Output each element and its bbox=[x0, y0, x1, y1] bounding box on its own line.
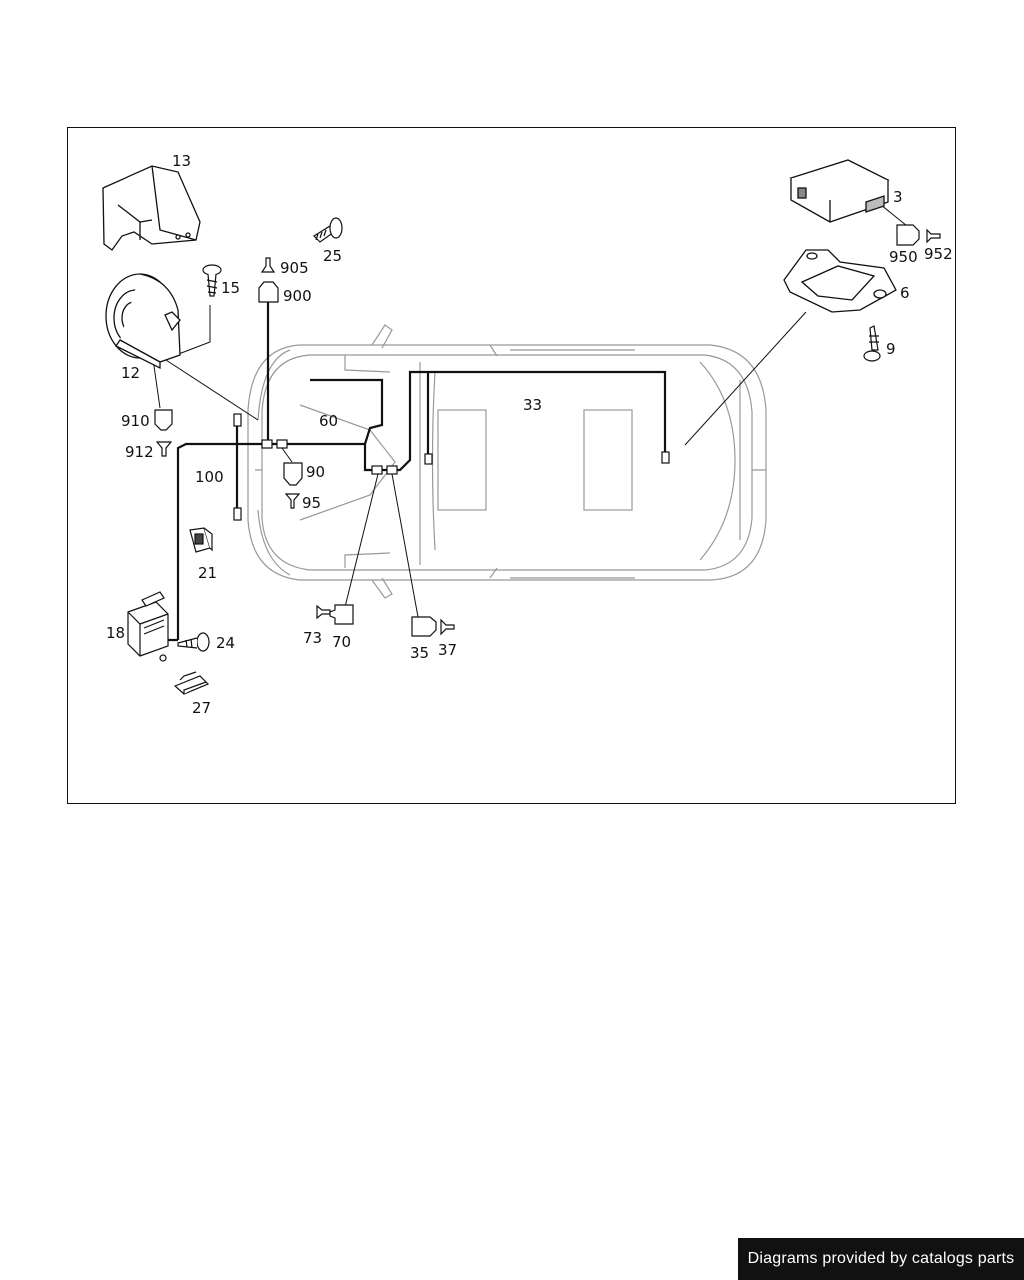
part-90-connector bbox=[283, 462, 303, 486]
label-950: 950 bbox=[889, 248, 918, 266]
part-27-clip bbox=[173, 671, 210, 695]
part-950-connector bbox=[896, 224, 920, 246]
part-910-connector bbox=[154, 409, 173, 431]
label-912: 912 bbox=[125, 443, 154, 461]
part-952-plug bbox=[926, 228, 941, 244]
label-60: 60 bbox=[319, 412, 338, 430]
label-6: 6 bbox=[900, 284, 910, 302]
label-37: 37 bbox=[438, 641, 457, 659]
label-905: 905 bbox=[280, 259, 309, 277]
vehicle-outline bbox=[247, 324, 767, 599]
harness-connectors bbox=[233, 413, 670, 521]
part-24-screw bbox=[177, 632, 210, 652]
part-912-plug bbox=[155, 441, 173, 457]
label-952: 952 bbox=[924, 245, 953, 263]
diagram-frame bbox=[67, 127, 956, 804]
label-90: 90 bbox=[306, 463, 325, 481]
label-95: 95 bbox=[302, 494, 321, 512]
part-21-switch bbox=[189, 527, 213, 553]
part-6-bracket bbox=[783, 249, 897, 313]
part-70-connector bbox=[329, 604, 354, 625]
part-13-horn-cover bbox=[102, 165, 201, 251]
label-13: 13 bbox=[172, 152, 191, 170]
label-35: 35 bbox=[410, 644, 429, 662]
label-27: 27 bbox=[192, 699, 211, 717]
callout-labels: 13 3 25 905 900 15 950 952 6 9 12 33 910… bbox=[106, 152, 953, 717]
label-12: 12 bbox=[121, 364, 140, 382]
part-3-sensor-module bbox=[789, 159, 890, 223]
part-900-connector bbox=[258, 281, 279, 303]
label-70: 70 bbox=[332, 633, 351, 651]
label-21: 21 bbox=[198, 564, 217, 582]
label-100: 100 bbox=[195, 468, 224, 486]
label-25: 25 bbox=[323, 247, 342, 265]
label-73: 73 bbox=[303, 629, 322, 647]
part-95-plug bbox=[284, 493, 301, 509]
wiring-harness bbox=[161, 300, 667, 642]
part-905-plug bbox=[260, 257, 276, 273]
part-9-screw bbox=[863, 325, 881, 362]
part-18-control-unit bbox=[127, 591, 169, 662]
part-12-siren bbox=[105, 273, 181, 370]
label-15: 15 bbox=[221, 279, 240, 297]
credit-badge: Diagrams provided by catalogs parts bbox=[738, 1238, 1024, 1280]
part-37-plug bbox=[440, 618, 455, 636]
label-3: 3 bbox=[893, 188, 903, 206]
part-15-screw bbox=[202, 264, 222, 297]
label-910: 910 bbox=[121, 412, 150, 430]
label-9: 9 bbox=[886, 340, 896, 358]
label-900: 900 bbox=[283, 287, 312, 305]
part-73-plug bbox=[316, 604, 331, 620]
part-35-connector bbox=[411, 616, 437, 637]
label-24: 24 bbox=[216, 634, 235, 652]
label-18: 18 bbox=[106, 624, 125, 642]
label-33: 33 bbox=[523, 396, 542, 414]
part-25-clip bbox=[313, 217, 343, 243]
